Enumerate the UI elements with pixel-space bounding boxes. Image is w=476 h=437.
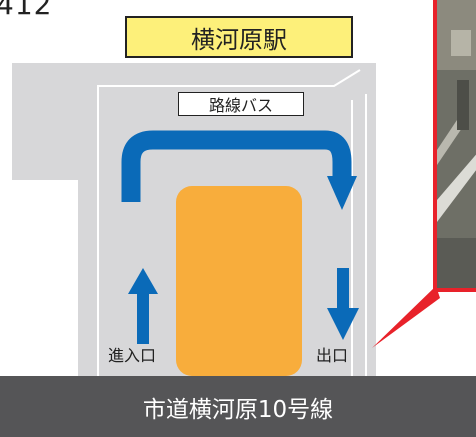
road-name: 市道横河原10号線 [142, 396, 334, 423]
exit-arrow-head [327, 308, 359, 340]
exit-arrow-stem [337, 268, 349, 312]
inner-border [97, 69, 367, 395]
bus-route-label: 路線バス [178, 92, 304, 116]
photo-inset [433, 0, 476, 292]
station-name-box: 横河原駅 [125, 16, 353, 58]
terminal-corner [330, 63, 376, 102]
callout-pointer [372, 286, 440, 348]
page-number: 412 [0, 0, 53, 21]
loop-arrow-head [327, 176, 357, 210]
exit-label: 出口 [316, 346, 349, 365]
entrance-arrow-stem [137, 290, 149, 344]
bus-platform [176, 186, 302, 376]
entrance-label: 進入口 [108, 346, 157, 365]
loop-arrow-path [121, 130, 352, 202]
bus-route-text: 路線バス [208, 96, 273, 115]
photo-inset-image [437, 0, 476, 288]
road-bar: 市道横河原10号線 [0, 376, 476, 437]
station-name: 横河原駅 [191, 25, 287, 54]
entrance-arrow-head [128, 268, 158, 294]
